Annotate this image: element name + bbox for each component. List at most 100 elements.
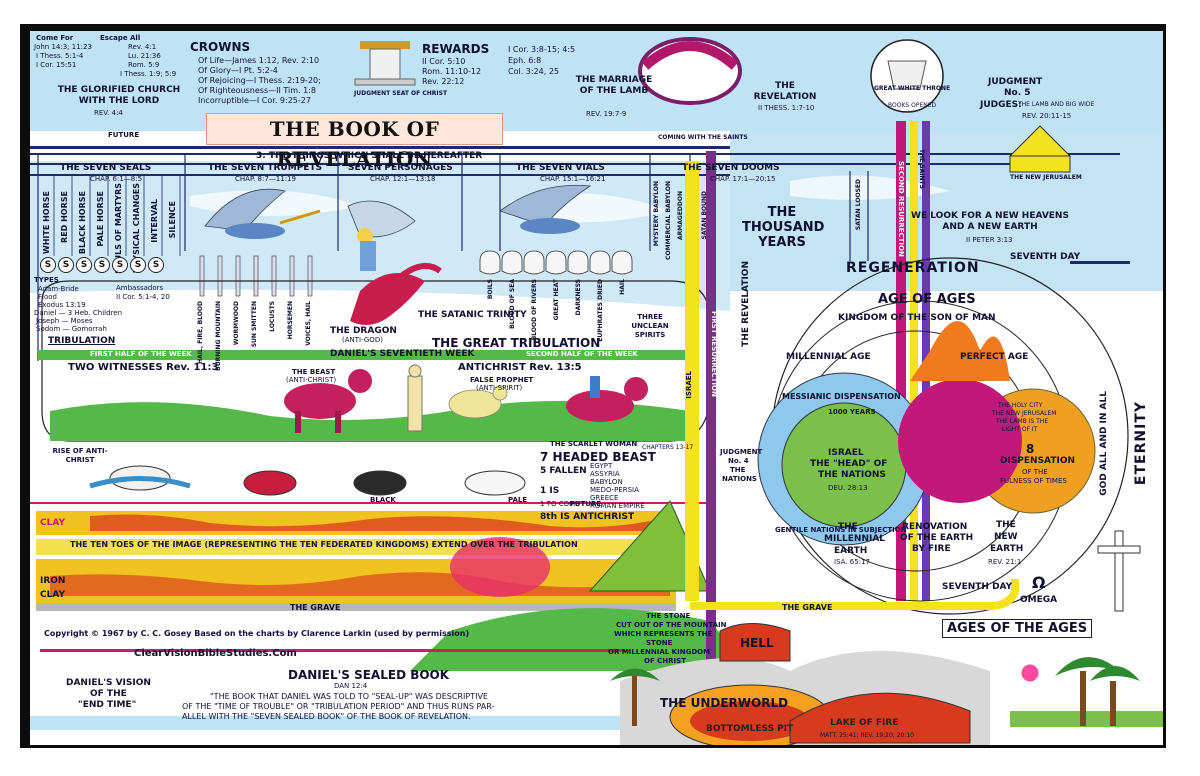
sealed-text: OF THE "TIME OF TROUBLE" OR "TRIBULATION… (182, 702, 495, 711)
section-vials: THE SEVEN VIALS (516, 163, 605, 173)
type-item: Daniel — 3 Heb. Children (34, 309, 123, 317)
stone-line: STONE (646, 639, 673, 647)
renovation: BY FIRE (912, 544, 951, 554)
section-personages-ref: CHAP. 12:1—13:18 (370, 175, 436, 183)
grave-right (690, 579, 1019, 610)
ground (50, 401, 690, 441)
bottom-grass (1010, 711, 1163, 727)
cross (1097, 530, 1141, 612)
stone-line: OF CHRIST (644, 657, 686, 665)
crown-item: Of Glory—I Pt. 5:2-4 (198, 66, 278, 75)
ref: I Thess. 5:1-4 (36, 52, 84, 60)
new-earth: EARTH (990, 544, 1024, 554)
seal-icon: S (112, 257, 128, 273)
seal-icon: S (40, 257, 56, 273)
image-statue (407, 364, 423, 432)
ambassadors-ref: II Cor. 5:1-4, 20 (116, 293, 170, 301)
trumpet-label: LOCUSTS (269, 301, 276, 332)
judgment5-no: No. 5 (1004, 88, 1031, 98)
daniels-week: DANIEL'S SEVENTIETH WEEK (330, 349, 475, 359)
coming-with-saints: COMING WITH THE SAINTS (658, 134, 748, 141)
trumpet-label: HAIL, FIRE, BLOOD (197, 301, 204, 364)
thousand-years: THE THOUSAND YEARS (742, 205, 825, 250)
one-is: 1 IS (540, 486, 560, 496)
daniels-vision: "END TIME" (78, 700, 137, 710)
title-banner: THE BOOK OF REVELATION (206, 113, 503, 171)
crown-item: Of Righteousness—II Tim. 1:8 (198, 86, 316, 95)
pit-fire (690, 701, 810, 741)
first-resurrection: FIRST RESURRECTION (710, 311, 718, 397)
future-label: FUTURE (108, 131, 140, 139)
beast-rider (566, 376, 648, 422)
one-to-come: 1 TO COME (540, 500, 580, 508)
logo-badge (1020, 663, 1040, 683)
great-tribulation: THE GREAT TRIBULATION (432, 336, 601, 350)
pipe-magenta (896, 121, 906, 601)
trumpets (199, 255, 313, 297)
stone-line: WHICH REPRESENTS THE (614, 630, 713, 638)
empire: EGYPT (590, 462, 613, 470)
ref: John 14:3; 11:23 (34, 43, 92, 51)
reward-ref: Rev. 22:12 (422, 77, 465, 86)
holy-city: THE NEW JERUSALEM (992, 410, 1057, 417)
revelation-chart: THE BOOK OF REVELATION Come For Escape A… (30, 31, 1163, 745)
rewards-heading: REWARDS (422, 42, 490, 56)
millennial-ref: ISA. 65:17 (834, 558, 870, 566)
page-title: THE BOOK OF REVELATION (269, 117, 440, 171)
hell (719, 623, 791, 662)
types-heading: TYPES (34, 276, 59, 284)
marriage-ref: REV. 19:7-9 (586, 110, 627, 118)
palm-tree (610, 668, 660, 726)
millennial-earth: THE (838, 522, 858, 532)
section-trumpets: THE SEVEN TRUMPETS (208, 163, 323, 173)
new-heavens-ref: II PETER 3:13 (966, 236, 1013, 244)
lake-ref: MATT. 25:41; REV. 19:20; 20:10 (820, 732, 914, 739)
antichrist-label: ANTICHRIST Rev. 13:5 (458, 362, 582, 373)
renovation: RENOVATION (902, 522, 968, 532)
trumpet-label: SUN SMITTEN (251, 301, 258, 348)
millennial-earth: EARTH (834, 546, 868, 556)
pipe-yellow (685, 161, 699, 601)
the-grave: THE GRAVE (290, 603, 341, 612)
trumpet-label: VOICES, HAIL (305, 301, 312, 346)
vials (479, 250, 633, 275)
section-seals: THE SEVEN SEALS (60, 163, 152, 173)
ages-of-the-ages: AGES OF THE AGES (942, 619, 1093, 638)
eternity: ETERNITY (1133, 401, 1149, 486)
thousand-years-small: 1000 YEARS (828, 408, 876, 416)
omega-symbol: Ω (1032, 573, 1046, 592)
perfect-age: PERFECT AGE (960, 352, 1029, 362)
seven-headed-beast: 7 HEADED BEAST (540, 450, 656, 464)
judgment5-sub: THE LAMB AND BIG WIDE (1018, 101, 1095, 108)
reward-ref: Col. 3:24, 25 (508, 67, 560, 76)
false-prophet (448, 385, 508, 419)
omega-word: OMEGA (1020, 595, 1058, 605)
ambassadors: Ambassadors (116, 284, 164, 292)
seal-label: PALE HORSE (96, 191, 105, 247)
vial-label: BLOOD OF RIVERS (531, 279, 538, 341)
copyright: Copyright © 1967 by C. C. Gosey Based on… (44, 629, 470, 638)
beast-label: THE BEAST (292, 368, 336, 376)
reward-ref: I Cor. 3:8-15; 4:5 (508, 45, 576, 54)
vial-label: EUPHRATES DRIED (597, 279, 604, 342)
divider-line (30, 502, 710, 504)
angel-vial (499, 184, 592, 234)
empire: BABYLON (590, 478, 623, 486)
chap-ref: CHAPTERS 13-17 (642, 444, 694, 451)
escape-all-label: Escape All (100, 34, 141, 42)
satanic-trinity: THE SATANIC TRINITY (418, 310, 527, 320)
week-band (38, 350, 690, 360)
glorified-ref: REV. 4:4 (94, 109, 123, 117)
sealed-book-title: DANIEL'S SEALED BOOK (288, 668, 450, 682)
bottom-sky (30, 716, 620, 730)
holy-city: THE HOLY CITY (998, 402, 1043, 409)
scarlet-woman: THE SCARLET WOMAN (550, 440, 638, 448)
dispensation8: 8 (1026, 442, 1035, 456)
clay-label: CLAY (40, 518, 65, 528)
stone-hill (410, 608, 750, 671)
rise-of-antichrist: RISE OF ANTI-CHRIST (52, 447, 108, 464)
flames (910, 321, 1010, 381)
lake-of-fire (789, 692, 971, 744)
marriage-title: THE MARRIAGE OF THE LAMB (575, 75, 653, 96)
vial-label: HAIL (619, 279, 626, 295)
